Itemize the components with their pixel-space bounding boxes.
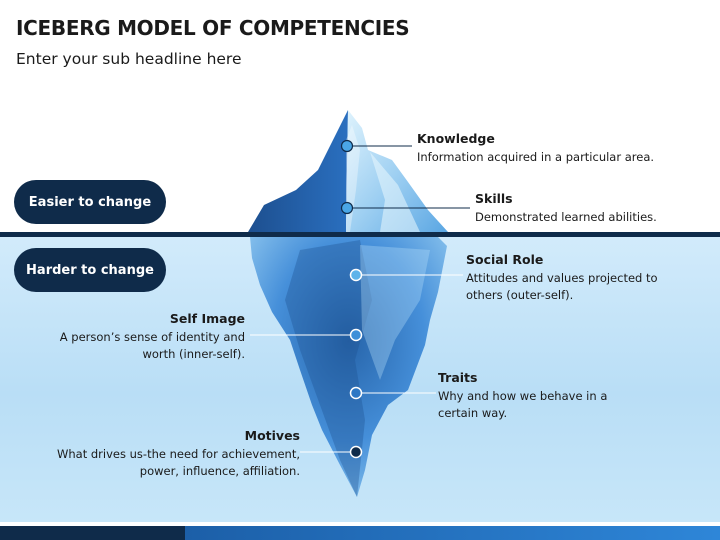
traits-title: Traits [438,370,478,385]
page-title: ICEBERG MODEL OF COMPETENCIES [16,16,410,40]
marker-knowledge [340,139,354,153]
traits-desc-line-1: Why and how we behave in a [438,389,608,403]
label-motives: Motives What drives us-the need for achi… [57,428,300,480]
self-image-desc-line-2: worth (inner-self). [142,347,245,361]
motives-desc-line-2: power, influence, affiliation. [139,464,300,478]
marker-motives [349,445,363,459]
motives-title: Motives [244,428,300,443]
bottom-bar [0,526,720,540]
iceberg-tip-dark [248,110,348,232]
social-role-desc-line-2: others (outer-self). [466,288,574,302]
marker-traits [349,386,363,400]
motives-desc-line-1: What drives us-the need for achievement, [57,447,300,461]
label-traits: Traits Why and how we behave in a certai… [438,370,607,422]
marker-self-image [349,328,363,342]
marker-skills [340,201,354,215]
label-skills: Skills Demonstrated learned abilities. [475,191,657,226]
iceberg-underwater [250,237,447,497]
easier-to-change-pill: Easier to change [14,180,166,224]
knowledge-desc: Information acquired in a particular are… [417,150,655,164]
skills-desc: Demonstrated learned abilities. [475,210,657,224]
self-image-title: Self Image [169,311,245,326]
skills-title: Skills [475,191,513,206]
harder-to-change-pill: Harder to change [14,248,166,292]
traits-desc-line-2: certain way. [438,406,508,420]
marker-social-role [349,268,363,282]
label-knowledge: Knowledge Information acquired in a part… [417,131,654,166]
iceberg-underwater-highlight [360,245,430,380]
self-image-desc-line-1: A person’s sense of identity and [59,330,245,344]
knowledge-title: Knowledge [417,131,495,146]
waterline [0,232,720,237]
label-self-image: Self Image A person’s sense of identity … [60,311,245,363]
social-role-desc-line-1: Attitudes and values projected to [466,271,658,285]
social-role-title: Social Role [466,252,544,267]
label-social-role: Social Role Attitudes and values project… [466,252,658,304]
page-subtitle: Enter your sub headline here [16,50,242,68]
iceberg-tip-light [346,110,448,232]
iceberg-tip-facet [370,152,420,232]
iceberg-underwater-facet [285,240,372,497]
bottom-bar-accent [185,526,720,540]
